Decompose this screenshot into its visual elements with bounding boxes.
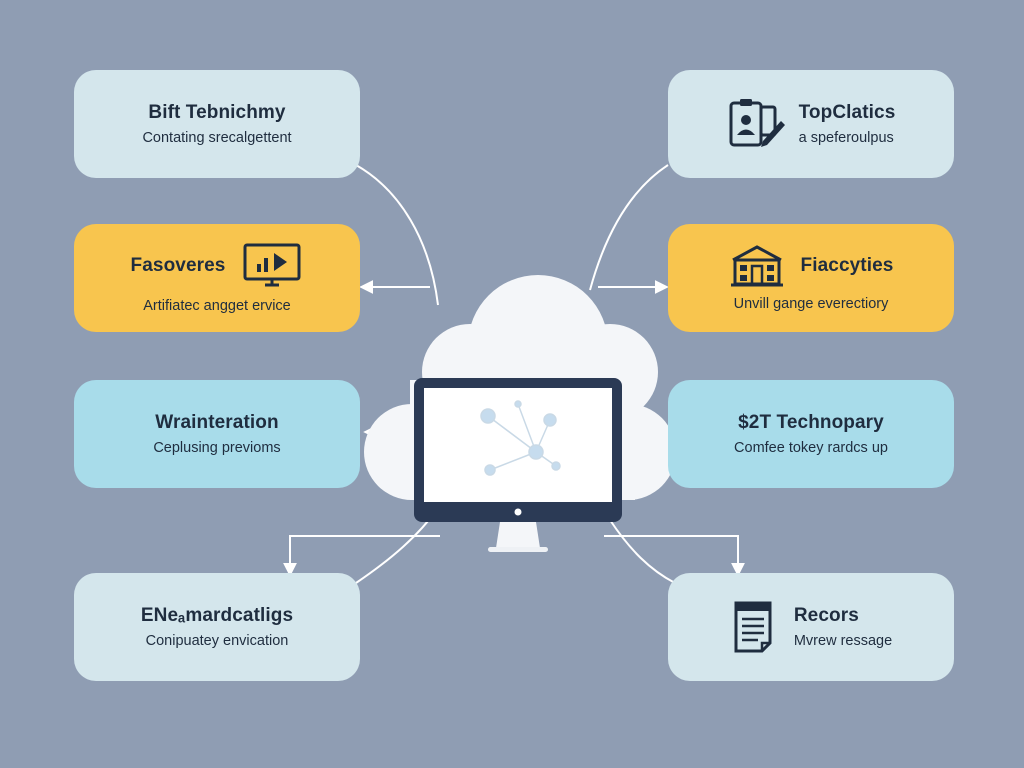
card-top-left[interactable]: Bift Tebnichmy Contating srecalgettent xyxy=(74,70,360,178)
id-badge-pencil-icon xyxy=(727,97,787,151)
card-title: Fiaccyties xyxy=(800,255,894,276)
card-subtitle: Ceplusing previoms xyxy=(153,440,281,456)
card-subtitle: Contating srecalgettent xyxy=(142,130,292,146)
card-subtitle: Conipuatey envication xyxy=(145,633,289,649)
card-title: Wrainteration xyxy=(155,412,279,433)
connector-bottom-right-curve xyxy=(609,519,676,584)
card-title: TopClatics xyxy=(798,102,896,123)
connector-top-right xyxy=(589,164,669,291)
card-title: Fasoveres xyxy=(130,255,226,276)
card-bottom-left[interactable]: ENeₐmardcatligs Conipuatey envication xyxy=(74,573,360,681)
card-subtitle: a speferoulpus xyxy=(798,130,894,146)
building-icon xyxy=(729,244,785,288)
card-top-right[interactable]: TopClatics a speferoulpus xyxy=(668,70,954,178)
card-title: Bift Tebnichmy xyxy=(148,102,286,123)
monitor-chart-icon xyxy=(241,242,303,290)
card-mid-left[interactable]: Fasoveres Artifiatec angget ervice xyxy=(74,224,360,332)
card-lower-left[interactable]: Wrainteration Ceplusing previoms xyxy=(74,380,360,488)
card-title: Recors xyxy=(793,605,859,626)
card-lower-right[interactable]: $2T Technopary Comfee tokey rardcs up xyxy=(668,380,954,488)
card-mid-right[interactable]: Fiaccyties Unvill gange everectiory xyxy=(668,224,954,332)
document-icon xyxy=(730,599,782,655)
card-subtitle: Unvill gange everectiory xyxy=(733,296,889,312)
connector-bottom-right xyxy=(604,535,745,577)
card-subtitle: Mvrew ressage xyxy=(793,633,893,649)
card-subtitle: Comfee tokey rardcs up xyxy=(734,440,888,456)
connector-top-left xyxy=(355,164,439,306)
card-bottom-right[interactable]: Recors Mvrew ressage xyxy=(668,573,954,681)
connector-bottom-left-curve xyxy=(355,504,441,584)
card-subtitle: Artifiatec angget ervice xyxy=(143,298,291,314)
card-title: ENeₐmardcatligs xyxy=(140,605,294,626)
connector-bottom-left xyxy=(283,535,440,577)
card-title: $2T Technopary xyxy=(738,412,884,433)
